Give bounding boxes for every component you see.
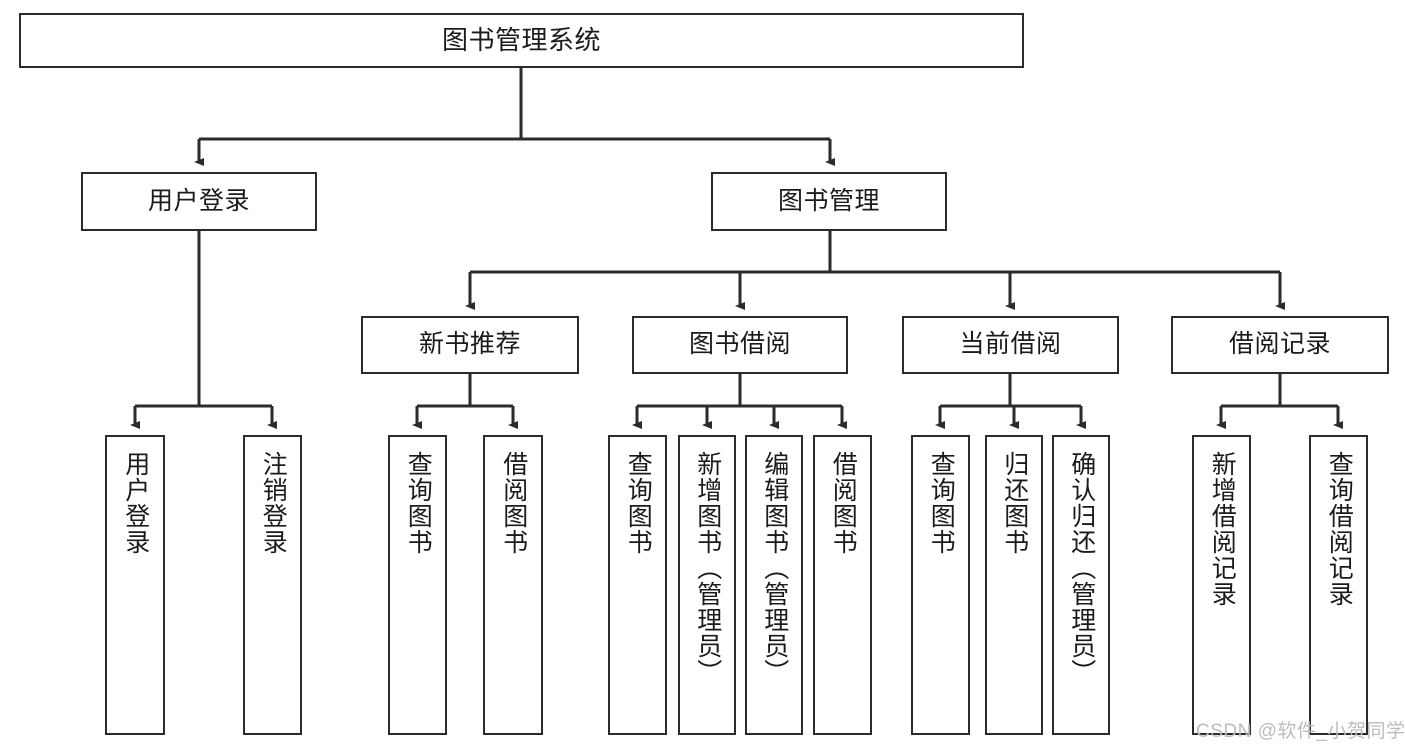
node-borrow-record-label: 借阅记录 (1228, 330, 1331, 359)
node-leaf-logout[interactable]: 注销登录 (243, 435, 302, 735)
node-leaf-borrow-book-2[interactable]: 借阅图书 (813, 435, 872, 735)
node-leaf-borrow-book-2-label: 借阅图书 (829, 451, 858, 555)
node-new-book-recommend-label: 新书推荐 (418, 330, 521, 359)
node-root-label: 图书管理系统 (441, 25, 601, 56)
node-new-book-recommend[interactable]: 新书推荐 (361, 316, 579, 374)
node-leaf-user-login[interactable]: 用户登录 (105, 435, 165, 735)
node-leaf-edit-book-label: 编辑图书（管理员） (760, 451, 789, 685)
node-book-management[interactable]: 图书管理 (711, 172, 947, 231)
node-leaf-add-book-label: 新增图书（管理员） (693, 451, 722, 685)
node-book-management-label: 图书管理 (777, 186, 880, 215)
csdn-watermark: CSDN @软件_小贺同学 (1196, 721, 1405, 742)
node-leaf-query-book-1[interactable]: 查询图书 (388, 435, 447, 735)
node-leaf-add-record[interactable]: 新增借阅记录 (1192, 435, 1251, 735)
node-borrow-record[interactable]: 借阅记录 (1171, 316, 1389, 374)
node-leaf-query-book-2-label: 查询图书 (624, 451, 653, 555)
node-leaf-borrow-book-1-label: 借阅图书 (499, 451, 528, 555)
node-leaf-query-book-3-label: 查询图书 (927, 451, 956, 555)
node-book-borrow-label: 图书借阅 (688, 330, 791, 359)
node-leaf-query-book-3[interactable]: 查询图书 (911, 435, 970, 735)
node-leaf-add-book[interactable]: 新增图书（管理员） (678, 435, 736, 735)
node-leaf-user-login-label: 用户登录 (121, 451, 150, 555)
node-leaf-query-book-2[interactable]: 查询图书 (608, 435, 667, 735)
node-root[interactable]: 图书管理系统 (19, 13, 1024, 68)
node-current-borrow-label: 当前借阅 (959, 330, 1062, 359)
node-leaf-confirm-return[interactable]: 确认归还（管理员） (1052, 435, 1110, 735)
node-user-login[interactable]: 用户登录 (81, 172, 317, 231)
node-leaf-query-record[interactable]: 查询借阅记录 (1309, 435, 1368, 735)
node-leaf-borrow-book-1[interactable]: 借阅图书 (483, 435, 543, 735)
node-leaf-logout-label: 注销登录 (259, 451, 288, 555)
node-leaf-query-book-1-label: 查询图书 (404, 451, 433, 555)
node-leaf-add-record-label: 新增借阅记录 (1208, 451, 1237, 607)
node-leaf-query-record-label: 查询借阅记录 (1325, 451, 1354, 607)
node-leaf-confirm-return-label: 确认归还（管理员） (1067, 451, 1096, 685)
node-leaf-edit-book[interactable]: 编辑图书（管理员） (745, 435, 803, 735)
node-leaf-return-book[interactable]: 归还图书 (985, 435, 1043, 735)
node-user-login-label: 用户登录 (147, 186, 250, 215)
node-book-borrow[interactable]: 图书借阅 (632, 316, 848, 374)
node-current-borrow[interactable]: 当前借阅 (902, 316, 1119, 374)
node-leaf-return-book-label: 归还图书 (1000, 451, 1029, 555)
